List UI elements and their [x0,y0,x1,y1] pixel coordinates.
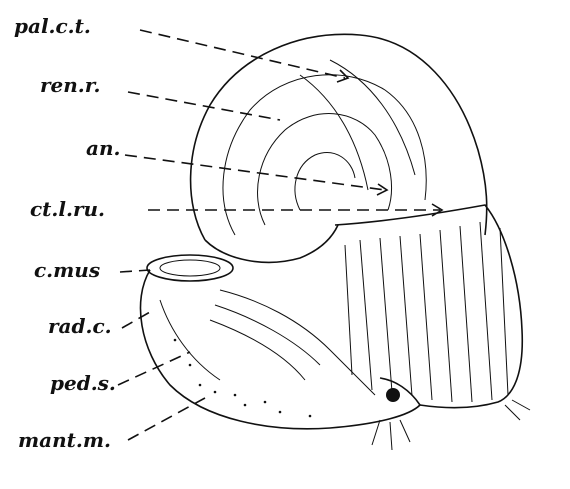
label-pal-c-t: pal.c.t. [14,14,91,38]
leader-cmus [120,270,150,272]
mantle-mass [140,270,420,429]
leader-lines [118,30,442,440]
label-ren-r: ren.r. [40,73,100,97]
label-c-mus: c.mus [34,258,100,282]
leader-mant [128,398,205,440]
leader-radc [122,312,150,328]
leader-peds [118,352,190,385]
label-ct-l-ru: ct.l.ru. [30,197,105,221]
label-mant-m: mant.m. [18,428,111,452]
columellar-muscle [147,255,233,281]
shell [191,34,487,262]
label-rad-c: rad.c. [48,314,112,338]
label-an: an. [86,136,120,160]
label-ped-s: ped.s. [50,371,116,395]
foot-body [210,205,530,450]
